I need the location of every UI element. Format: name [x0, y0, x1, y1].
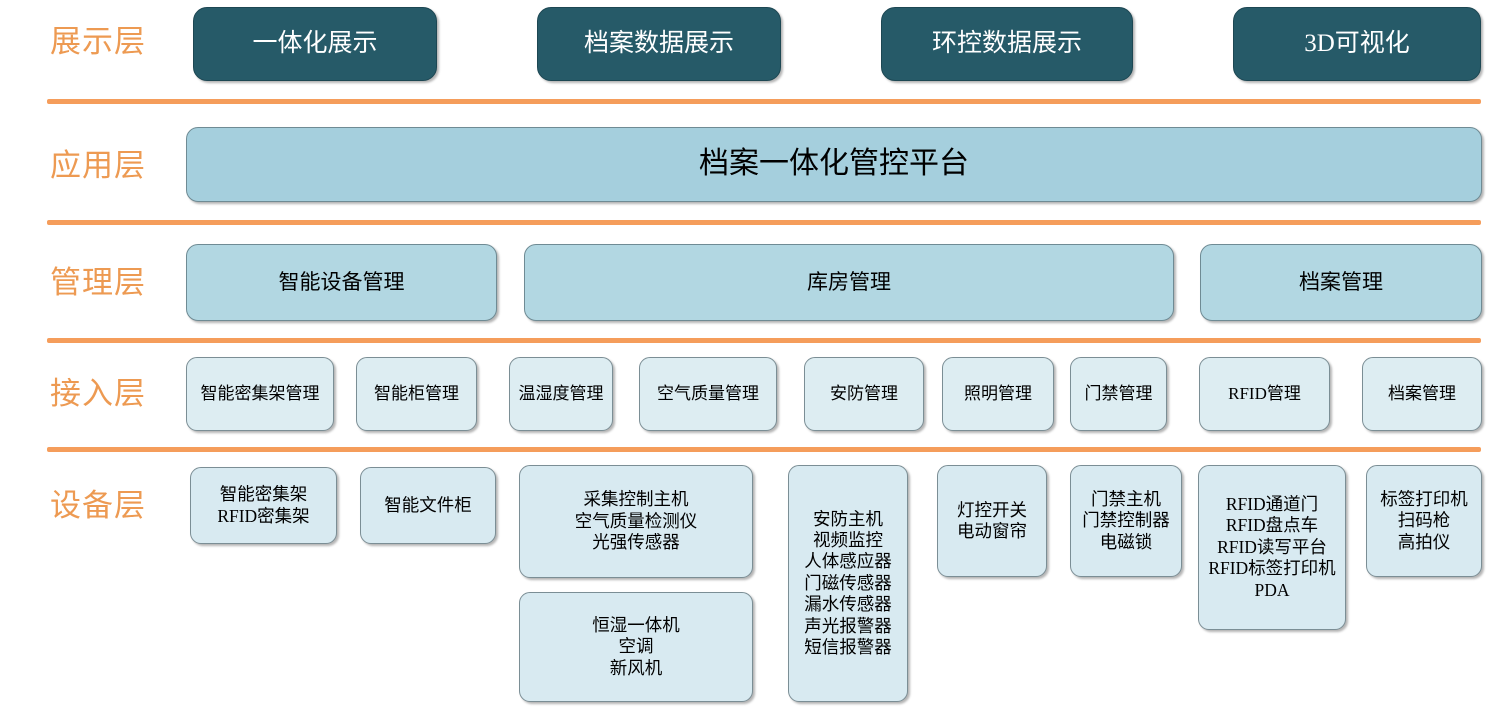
device-box-rfid-devices[interactable]: RFID通道门 RFID盘点车 RFID读写平台 RFID标签打印机 PDA — [1198, 465, 1346, 630]
device-box-access-control-host[interactable]: 门禁主机 门禁控制器 电磁锁 — [1070, 465, 1182, 577]
device-box-smart-file-cabinet[interactable]: 智能文件柜 — [360, 467, 496, 544]
layer-label-presentation: 展示层 — [50, 24, 146, 59]
layer-label-device: 设备层 — [50, 488, 146, 523]
access-box-rfid-management[interactable]: RFID管理 — [1199, 357, 1330, 431]
access-box-temperature-humidity-management[interactable]: 温湿度管理 — [509, 357, 613, 431]
divider-presentation — [47, 99, 1481, 104]
access-box-smart-cabinet-management[interactable]: 智能柜管理 — [356, 357, 477, 431]
management-box-warehouse-management[interactable]: 库房管理 — [524, 244, 1174, 321]
access-box-air-quality-management[interactable]: 空气质量管理 — [639, 357, 777, 431]
presentation-box-environment-data-display[interactable]: 环控数据展示 — [881, 7, 1133, 81]
presentation-box-3d-visualization[interactable]: 3D可视化 — [1233, 7, 1481, 81]
access-box-security-management[interactable]: 安防管理 — [804, 357, 924, 431]
divider-application — [47, 220, 1481, 225]
layer-label-application: 应用层 — [50, 148, 146, 183]
management-box-smart-device-management[interactable]: 智能设备管理 — [186, 244, 497, 321]
device-box-security-host[interactable]: 安防主机 视频监控 人体感应器 门磁传感器 漏水传感器 声光报警器 短信报警器 — [788, 465, 908, 702]
layer-label-management: 管理层 — [50, 265, 146, 300]
device-box-light-switch[interactable]: 灯控开关 电动窗帘 — [937, 465, 1047, 577]
device-box-acquisition-control-host[interactable]: 采集控制主机 空气质量检测仪 光强传感器 — [519, 465, 753, 578]
access-box-archive-management[interactable]: 档案管理 — [1362, 357, 1482, 431]
management-box-archive-management[interactable]: 档案管理 — [1200, 244, 1482, 321]
access-box-smart-compact-shelf-management[interactable]: 智能密集架管理 — [186, 357, 334, 431]
divider-management — [47, 338, 1481, 343]
presentation-box-archive-data-display[interactable]: 档案数据展示 — [537, 7, 781, 81]
access-box-lighting-management[interactable]: 照明管理 — [942, 357, 1054, 431]
access-box-access-control-management[interactable]: 门禁管理 — [1070, 357, 1167, 431]
presentation-box-integrated-display[interactable]: 一体化展示 — [193, 7, 437, 81]
device-box-humidity-ac-fan[interactable]: 恒湿一体机 空调 新风机 — [519, 592, 753, 702]
device-box-label-printer[interactable]: 标签打印机 扫码枪 高拍仪 — [1366, 465, 1482, 577]
divider-access — [47, 447, 1481, 452]
layer-label-access: 接入层 — [50, 376, 146, 411]
application-box-archive-platform[interactable]: 档案一体化管控平台 — [186, 127, 1482, 202]
device-box-smart-compact-shelf[interactable]: 智能密集架 RFID密集架 — [190, 467, 337, 544]
